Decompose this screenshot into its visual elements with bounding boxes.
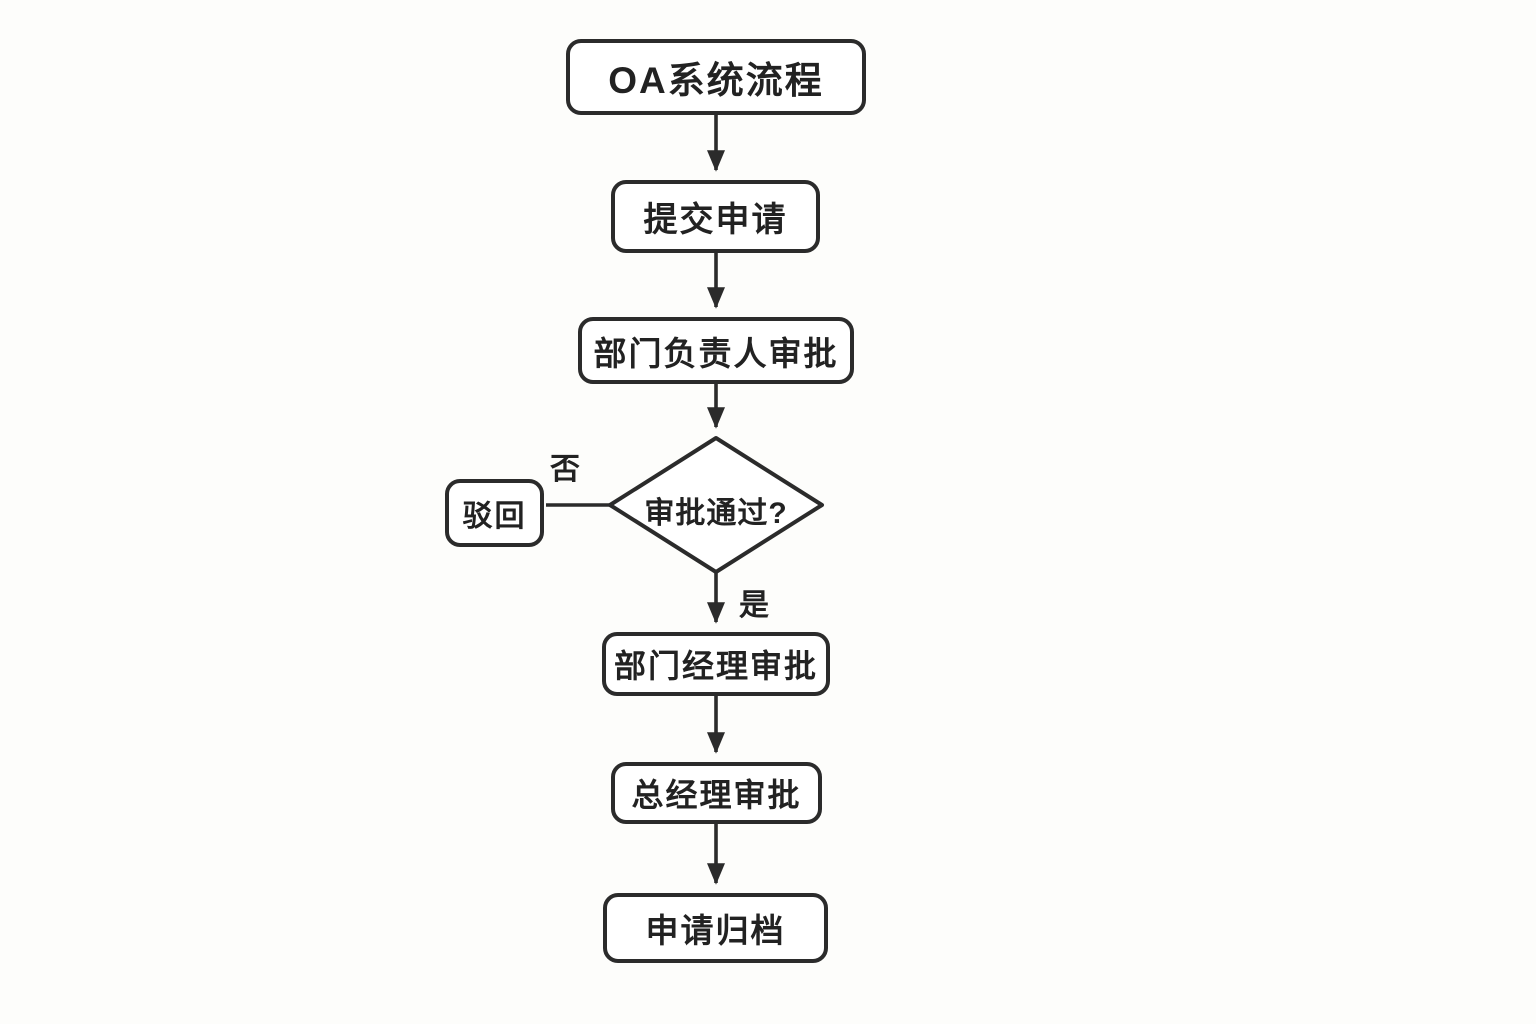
node-dept-manager-approval: 部门经理审批 [602, 632, 830, 696]
node-decision-label: 审批通过? [644, 497, 788, 530]
decision-diamond-shape [608, 436, 824, 574]
node-submit-application: 提交申请 [611, 180, 820, 253]
edge-label-yes: 是 [739, 589, 769, 622]
node-application-archive: 申请归档 [603, 893, 828, 963]
edge-label-no: 否 [550, 453, 580, 486]
node-general-manager-approval: 总经理审批 [611, 762, 822, 824]
node-reject: 驳回 [445, 479, 544, 547]
node-dept-head-approval: 部门负责人审批 [578, 317, 854, 384]
node-oa-system-process: OA系统流程 [566, 39, 866, 115]
